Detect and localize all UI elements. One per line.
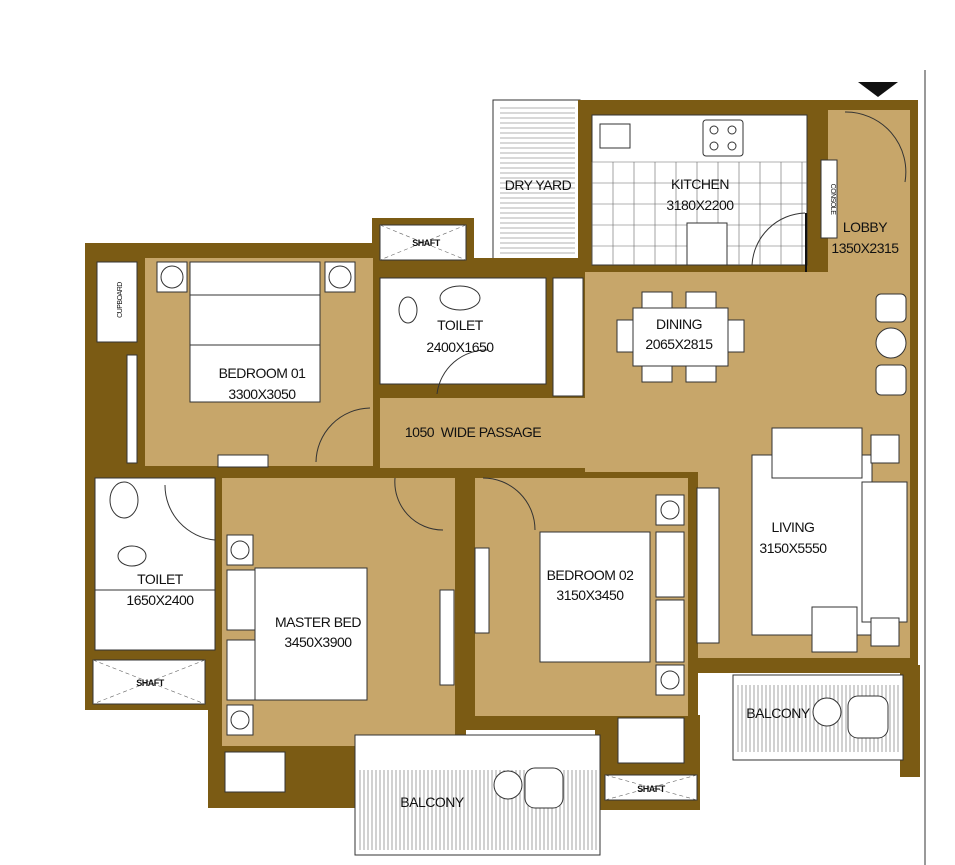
- bedroom-01-label: BEDROOM 01: [219, 365, 307, 381]
- dining-label: DINING: [656, 316, 702, 332]
- wc-icon: [398, 296, 418, 324]
- kitchen-size: 3180X2200: [666, 197, 734, 213]
- balcony-bottom-label: BALCONY: [400, 794, 465, 810]
- kitchen-label: KITCHEN: [671, 176, 729, 192]
- balcony-right-wall: [900, 665, 920, 777]
- lobby-size: 1350X2315: [831, 240, 899, 256]
- tv-unit: [696, 487, 720, 644]
- entrance-arrow-icon: [858, 82, 898, 97]
- master-bed: [254, 567, 368, 701]
- master-bed-size: 3450X3900: [284, 634, 352, 650]
- entry-door-swing: [844, 111, 907, 183]
- living-size: 3150X5550: [759, 540, 827, 556]
- fridge-icon: [686, 222, 728, 266]
- toilet-01-label: TOILET: [437, 317, 484, 333]
- kitchen-door-swing: [751, 212, 806, 266]
- sofa-right: [861, 481, 908, 623]
- toilet-01-floor: [379, 277, 547, 385]
- armchair: [811, 606, 858, 653]
- dry-yard-label: DRY YARD: [505, 177, 572, 193]
- living-rug: [751, 454, 873, 636]
- console-label: CONSOLE: [829, 184, 836, 216]
- toilet-02-floor: [94, 477, 216, 651]
- window: [126, 354, 138, 464]
- wardrobe-master: [439, 589, 455, 686]
- lobby-floor: [828, 110, 910, 280]
- passage-label: 1050 WIDE PASSAGE: [405, 424, 541, 440]
- toilet-02-size: 1650X2400: [126, 592, 194, 608]
- dining-table: [632, 307, 729, 367]
- shaft-left-label: SHAFT: [136, 678, 164, 688]
- cupboard: [96, 261, 138, 343]
- bedroom-02-size: 3150X3450: [556, 587, 624, 603]
- sofa-top: [771, 427, 863, 479]
- stove-icon: [702, 119, 744, 157]
- toilet-02-label: TOILET: [137, 571, 184, 587]
- cupboard-label: CUPBOARD: [117, 282, 124, 318]
- washbasin-icon: [439, 285, 481, 311]
- bed-01: [189, 261, 321, 403]
- bedroom-02-label: BEDROOM 02: [547, 567, 635, 583]
- bed-02: [539, 531, 651, 663]
- shaft-top-label: SHAFT: [412, 238, 440, 248]
- chair-icon: [847, 695, 889, 739]
- wardrobe-02: [474, 547, 490, 634]
- sink-icon: [599, 123, 631, 149]
- balcony-right-label: BALCONY: [746, 705, 811, 721]
- wardrobe: [217, 454, 269, 468]
- dining-size: 2065X2815: [645, 336, 713, 352]
- lobby-label: LOBBY: [843, 219, 888, 235]
- bedroom-01-size: 3300X3050: [228, 386, 296, 402]
- chair-icon: [524, 767, 564, 809]
- shaft-bottom-label: SHAFT: [637, 784, 665, 794]
- console-table: [820, 159, 838, 239]
- living-label: LIVING: [772, 519, 815, 535]
- bedroom-01-door-swing: [315, 407, 371, 463]
- master-bed-label: MASTER BED: [275, 614, 361, 630]
- utility-niche: [552, 277, 584, 397]
- toilet-01-size: 2400X1650: [426, 339, 494, 355]
